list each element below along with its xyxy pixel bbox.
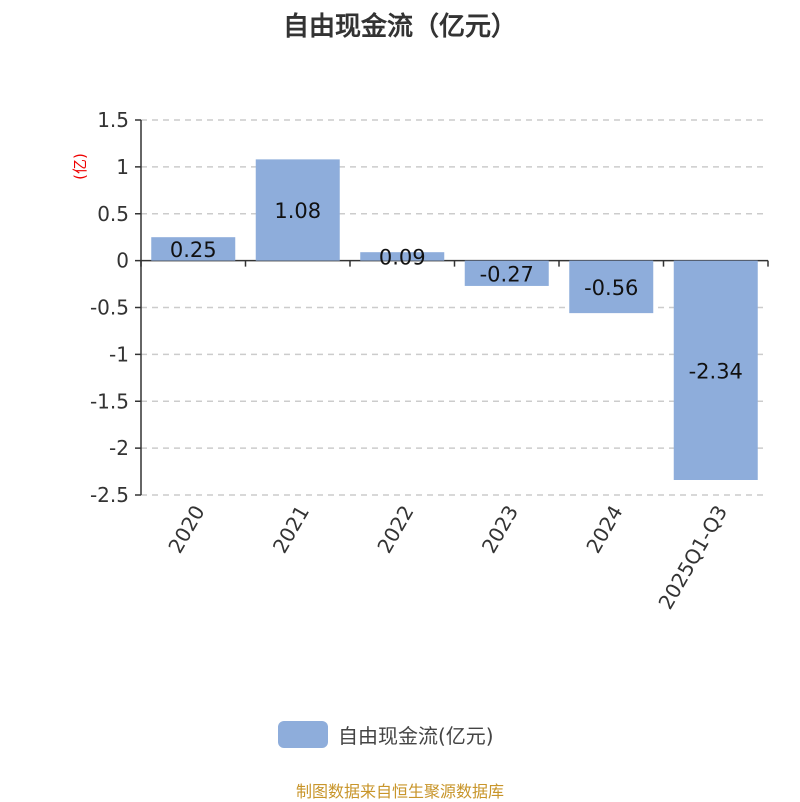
bar xyxy=(151,237,236,261)
x-tick-label: 2022 xyxy=(372,501,418,557)
y-tick-label: -2 xyxy=(109,436,129,460)
source-note: 制图数据来自恒生聚源数据库 xyxy=(295,782,504,801)
bar xyxy=(673,260,758,480)
y-tick-label: 1.5 xyxy=(97,108,129,132)
y-tick-label: -0.5 xyxy=(90,296,129,320)
y-tick-label: 0.5 xyxy=(97,202,129,226)
bar xyxy=(255,159,340,261)
bar xyxy=(464,260,549,286)
bar-value-label: 0.25 xyxy=(170,238,217,262)
bar-value-label: -2.34 xyxy=(689,359,743,383)
bar-value-label: 0.09 xyxy=(379,245,426,269)
bar-value-label: -0.56 xyxy=(584,276,638,300)
x-tick-label: 2024 xyxy=(581,501,627,557)
chart-title: 自由现金流（亿元） xyxy=(282,12,517,42)
y-tick-label: -1.5 xyxy=(90,389,129,413)
x-tick-label: 2023 xyxy=(477,501,523,557)
x-tick-label: 2021 xyxy=(268,501,314,557)
x-tick-label: 2020 xyxy=(163,501,209,557)
bar xyxy=(360,252,445,261)
y-tick-label: 1 xyxy=(116,155,129,179)
legend-label: 自由现金流(亿元) xyxy=(338,724,494,748)
y-tick-label: 0 xyxy=(116,249,129,273)
y-tick-label: -2.5 xyxy=(90,483,129,507)
x-tick-label: 2025Q1-Q3 xyxy=(653,501,732,613)
bar-value-label: 1.08 xyxy=(274,199,321,223)
legend-swatch xyxy=(278,721,328,748)
legend[interactable]: 自由现金流(亿元) xyxy=(278,720,494,749)
bar xyxy=(569,260,654,314)
y-tick-label: -1 xyxy=(109,342,129,366)
bar-value-label: -0.27 xyxy=(480,262,534,286)
